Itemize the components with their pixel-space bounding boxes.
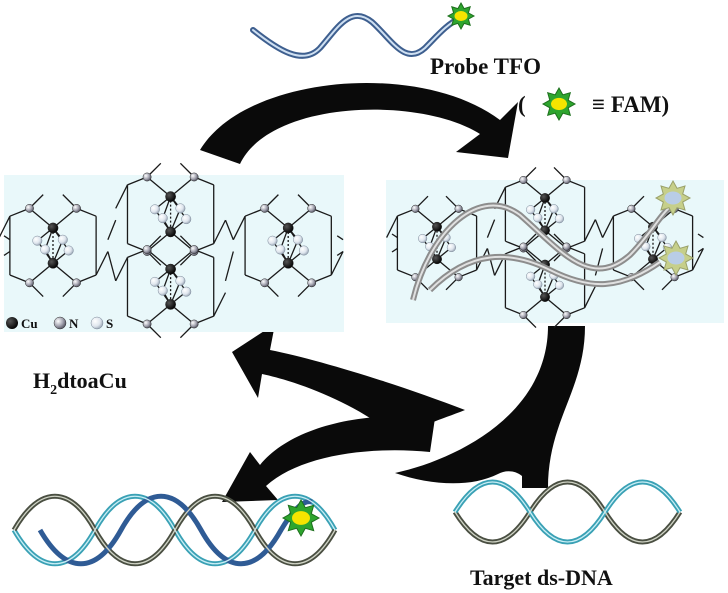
fam-star-icon bbox=[281, 498, 321, 538]
legend-s-label: S bbox=[106, 316, 113, 331]
fam-open-paren: ( bbox=[518, 92, 526, 117]
curved-arrow-top bbox=[200, 82, 518, 164]
quenched-fam-star-icon bbox=[654, 179, 692, 217]
atom-legend: Cu N S bbox=[6, 316, 113, 331]
complex-label: H2dtoaCu bbox=[33, 368, 127, 398]
probe-tfo-label: Probe TFO bbox=[430, 54, 541, 79]
complex-with-probes-panel bbox=[386, 166, 724, 329]
bound-probe-strands bbox=[410, 202, 675, 301]
fam-star-icon bbox=[446, 1, 476, 31]
cu-atom-icon bbox=[6, 317, 18, 329]
fam-star-icon bbox=[541, 86, 577, 122]
triplex-helix bbox=[11, 493, 338, 567]
curved-arrow-left-down bbox=[222, 416, 435, 502]
fam-equiv-label: ≡ FAM) bbox=[592, 92, 669, 117]
target-dsdna-helix bbox=[452, 479, 683, 545]
probe-tfo bbox=[250, 1, 476, 59]
curved-arrow-left-up bbox=[232, 324, 465, 440]
legend-n-label: N bbox=[69, 316, 79, 331]
target-dsdna-label: Target ds-DNA bbox=[470, 565, 613, 590]
legend-cu-label: Cu bbox=[21, 316, 38, 331]
quenched-fam-star-icon bbox=[657, 239, 695, 277]
fam-legend: ( ≡ FAM) bbox=[518, 86, 669, 122]
s-atom-icon bbox=[90, 316, 104, 330]
h2dtoacu-panel: Cu N S bbox=[0, 162, 344, 339]
n-atom-icon bbox=[53, 316, 67, 330]
curved-arrow-right-down bbox=[395, 326, 585, 488]
